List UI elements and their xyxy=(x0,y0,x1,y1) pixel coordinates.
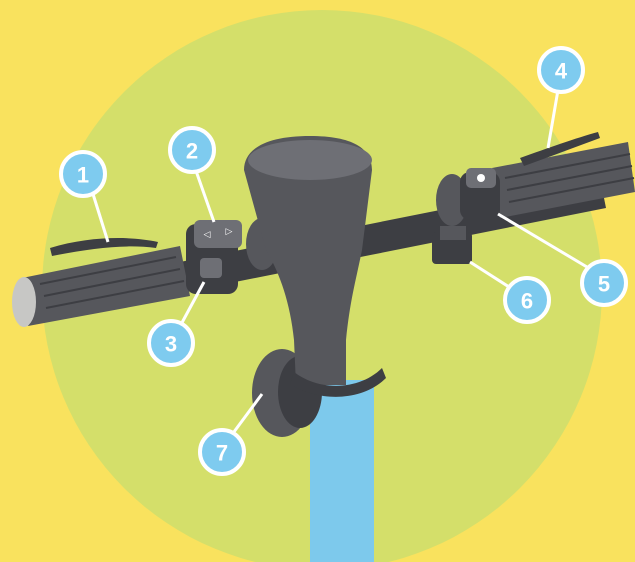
svg-text:2: 2 xyxy=(186,139,198,164)
power-icon xyxy=(477,174,485,182)
callout-7: 7 xyxy=(200,430,244,474)
left-switch-housing: ◁ ▷ xyxy=(186,220,242,294)
mode-button xyxy=(200,258,222,278)
svg-text:5: 5 xyxy=(598,272,610,297)
callout-4: 4 xyxy=(539,48,583,92)
display-screen xyxy=(248,140,372,180)
left-arrow-icon: ◁ xyxy=(204,230,211,240)
callout-1: 1 xyxy=(61,152,105,196)
svg-text:4: 4 xyxy=(555,59,568,84)
callout-6: 6 xyxy=(505,278,549,322)
svg-text:3: 3 xyxy=(165,332,177,357)
turn-signal-buttons xyxy=(194,220,242,248)
callout-5: 5 xyxy=(582,261,626,305)
svg-text:7: 7 xyxy=(216,441,228,466)
throttle-control xyxy=(436,168,500,226)
svg-text:6: 6 xyxy=(521,289,533,314)
svg-text:1: 1 xyxy=(77,163,89,188)
right-arrow-icon: ▷ xyxy=(226,227,233,237)
callout-3: 3 xyxy=(149,321,193,365)
left-grip-cap xyxy=(12,277,36,327)
callout-2: 2 xyxy=(170,128,214,172)
